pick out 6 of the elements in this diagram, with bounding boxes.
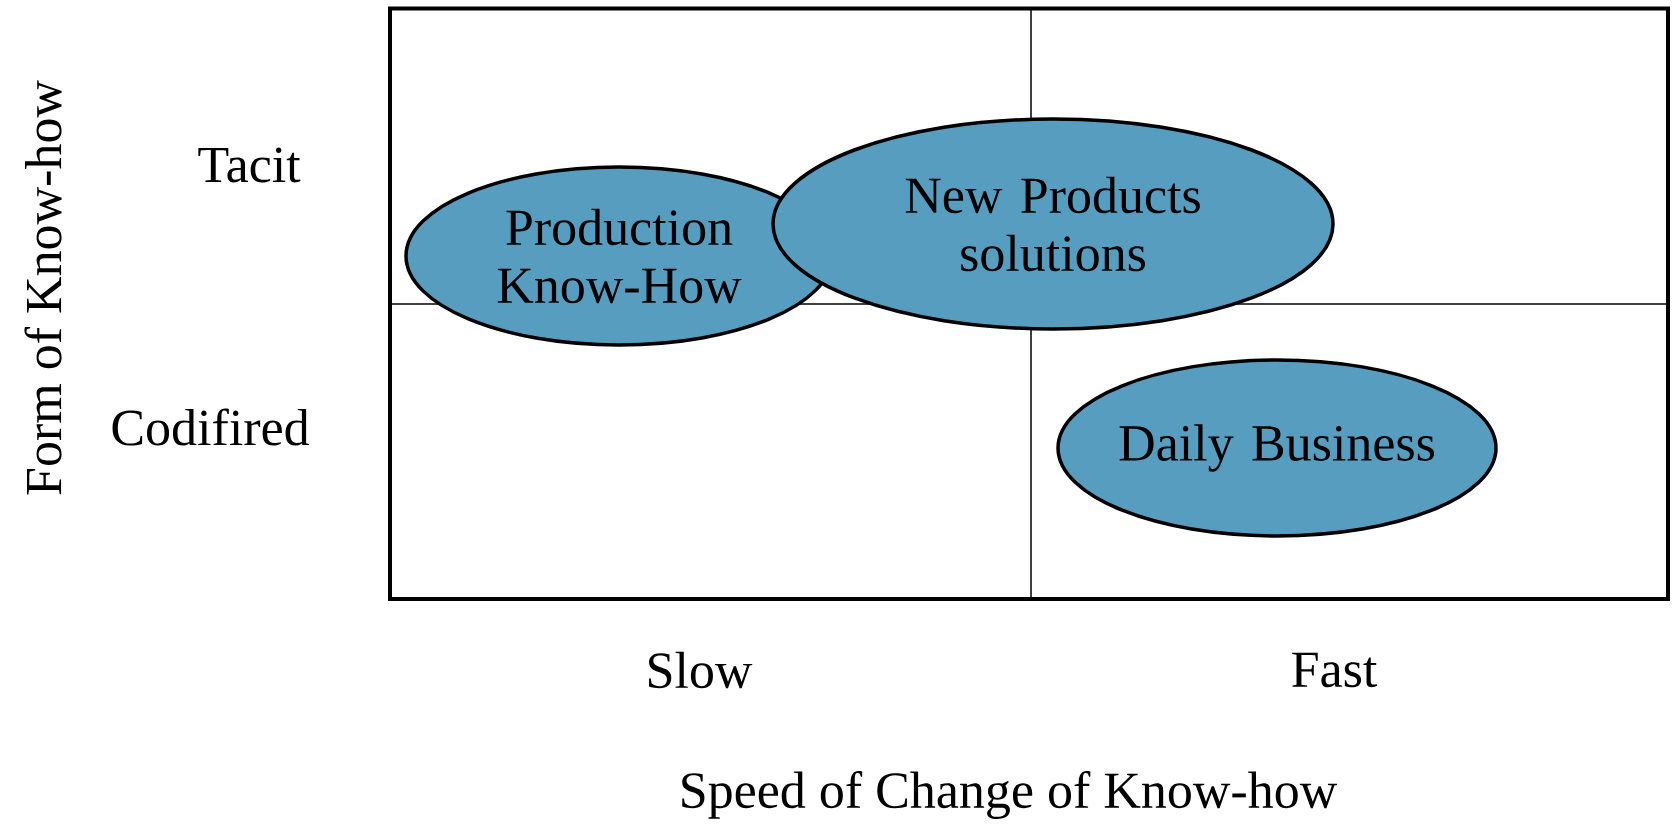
axis-category-label: Slow <box>649 651 753 689</box>
axis-category-label: Fast <box>1292 652 1378 688</box>
axis-category-label: Codifired <box>112 408 310 446</box>
axis-category-label: Tacit <box>198 147 301 183</box>
axis-title: Form of Know-how <box>24 80 62 495</box>
axis-title: Speed of Change of Know-how <box>682 771 1338 819</box>
